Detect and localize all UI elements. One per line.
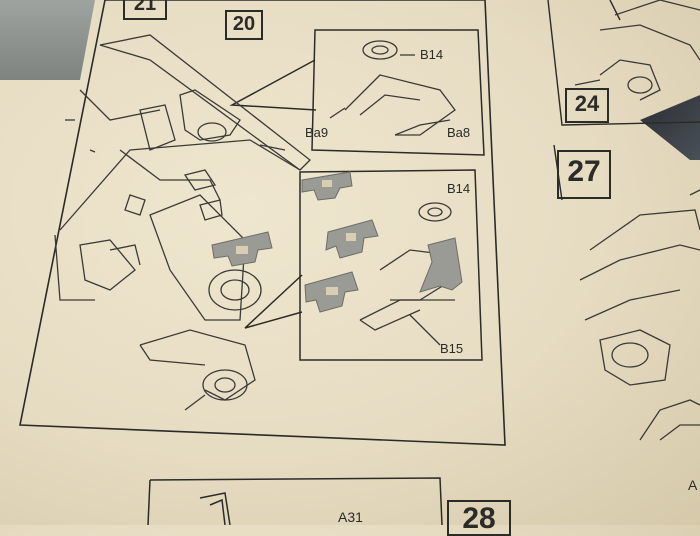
- inset-box-lower: [244, 169, 483, 361]
- chassis-line-art: [54, 34, 311, 411]
- dark-object-corner: [640, 95, 700, 160]
- step-number-27: 27: [557, 150, 611, 199]
- plastic-part-holes: [236, 180, 356, 295]
- right-page-line-art: [574, 0, 700, 441]
- upper-inset-line-art: [329, 40, 456, 136]
- part-label-b15: B15: [440, 341, 464, 356]
- part-label-b14-upper: B14: [420, 47, 444, 62]
- step-number-next: 28: [447, 500, 511, 536]
- step-21-frame: [19, 0, 506, 446]
- bottom-strip: [147, 477, 443, 525]
- part-label-b14-lower: B14: [447, 181, 471, 196]
- step-number-24: 24: [565, 88, 609, 123]
- part-label-a: A: [688, 477, 698, 493]
- step-number-21: 21: [123, 0, 167, 20]
- plastic-part-5: [419, 237, 463, 293]
- lower-inset-line-art: [359, 202, 461, 346]
- part-label-a31: A31: [338, 509, 363, 525]
- gray-box-corner: [0, 0, 95, 80]
- step-number-20: 20: [225, 10, 263, 40]
- instruction-sheet-photo: [0, 0, 700, 525]
- inset-box-upper: [229, 29, 485, 156]
- part-label-ba9: Ba9: [305, 125, 329, 140]
- part-label-ba8: Ba8: [447, 125, 471, 140]
